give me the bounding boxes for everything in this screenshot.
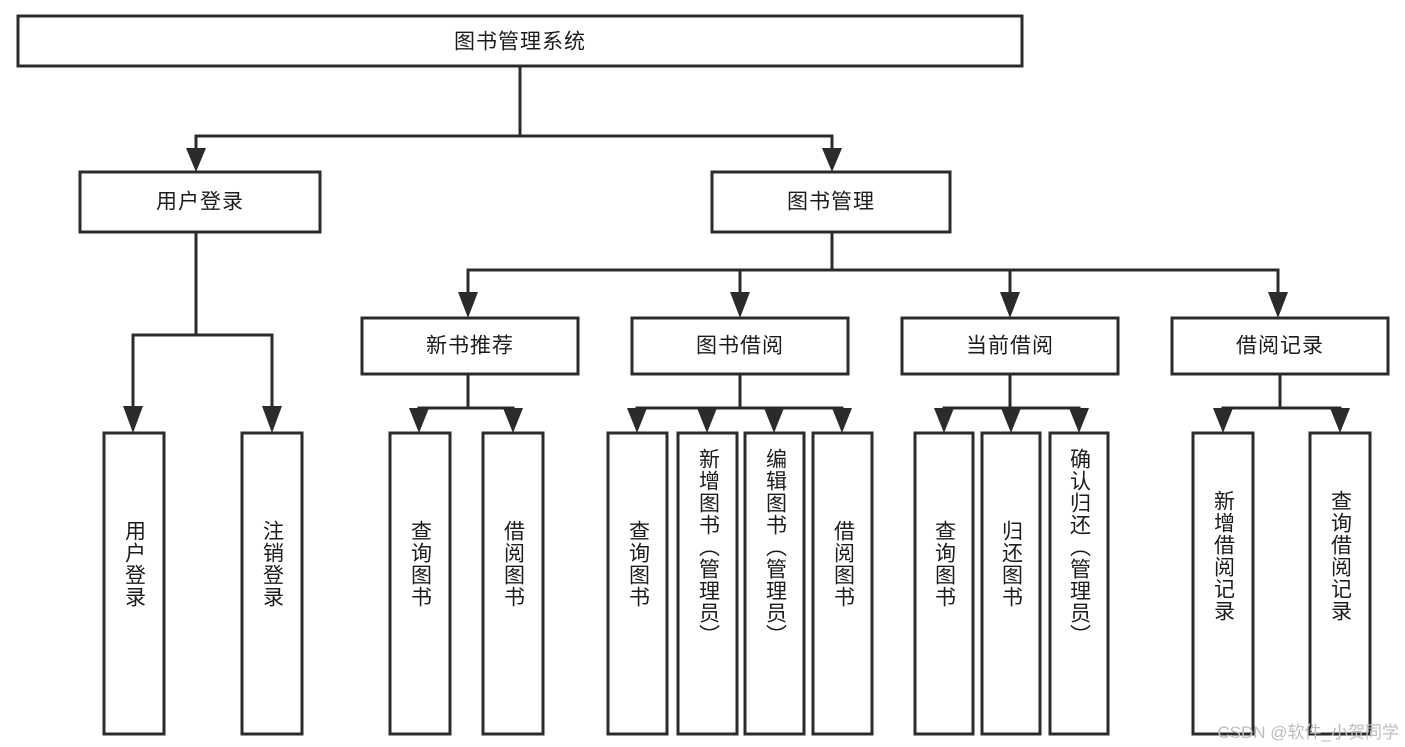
leaf-logout-label: 注销登录 [261,520,285,608]
arrow-to-borrow-records [1268,292,1288,318]
leaf-br-add-record-box[interactable] [1191,431,1255,736]
leaf-cb-confirm-return-label: 确认归还（管理员） [1068,448,1092,646]
leaf-bb-edit-book[interactable]: 编辑图书（管理员） [743,431,806,736]
leaf-bb-add-book-label: 新增图书（管理员） [697,448,721,646]
node-new-book-recommend-label: 新书推荐 [426,335,514,358]
leaf-nbr-borrow-book-label: 借阅图书 [502,520,526,608]
leaf-bb-add-book-box[interactable] [676,431,739,736]
arrow-to-leaf-return-book [1001,408,1021,433]
leaf-br-query-record-box[interactable] [1308,431,1372,736]
node-root[interactable]: 图书管理系统 [16,14,1024,68]
node-new-book-recommend-box[interactable] [360,316,580,376]
arrow-to-leaf-confirm-return [1069,408,1089,433]
arrow-to-leaf-edit-book [764,408,784,433]
leaf-br-query-record-label: 查询借阅记录 [1329,490,1353,622]
leaf-bb-query-book[interactable]: 查询图书 [606,431,669,736]
node-book-manage[interactable]: 图书管理 [710,170,952,234]
node-book-manage-box[interactable] [710,170,952,234]
leaf-br-query-record[interactable]: 查询借阅记录 [1308,431,1372,736]
leaf-bb-borrow-book-box[interactable] [811,431,874,736]
leaf-cb-return-book[interactable]: 归还图书 [980,431,1042,736]
leaf-bb-query-book-box[interactable] [606,431,669,736]
node-borrow-records-box[interactable] [1170,316,1390,376]
node-book-borrow-label: 图书借阅 [696,335,784,358]
node-root-label: 图书管理系统 [454,31,586,54]
leaf-cb-confirm-return[interactable]: 确认归还（管理员） [1048,431,1110,736]
arrow-to-leaf-borrow-book-a [503,408,523,433]
leaf-cb-query-book-box[interactable] [913,431,975,736]
leaf-bb-borrow-book[interactable]: 借阅图书 [811,431,874,736]
node-book-borrow[interactable]: 图书借阅 [630,316,850,376]
node-user-login[interactable]: 用户登录 [78,170,322,234]
leaf-nbr-borrow-book-box[interactable] [481,431,545,736]
leaf-cb-return-book-label: 归还图书 [1000,520,1024,608]
watermark-text: CSDN @软件_小贺同学 [1217,723,1399,742]
leaf-nbr-borrow-book[interactable]: 借阅图书 [481,431,545,736]
node-book-manage-label: 图书管理 [787,191,875,214]
leaf-cb-query-book[interactable]: 查询图书 [913,431,975,736]
leaf-user-login[interactable]: 用户登录 [102,431,166,736]
leaf-cb-return-book-box[interactable] [980,431,1042,736]
arrow-to-leaf-borrow-book-b [832,408,852,433]
arrow-to-leaf-add-book [697,408,717,433]
node-user-login-label: 用户登录 [156,191,244,214]
leaf-bb-borrow-book-label: 借阅图书 [832,520,856,608]
node-user-login-box[interactable] [78,170,322,234]
leaf-nbr-query-book-box[interactable] [388,431,452,736]
leaf-bb-edit-book-box[interactable] [743,431,806,736]
leaf-nbr-query-book-label: 查询图书 [409,520,433,608]
arrow-to-book-manage [822,148,842,172]
arrow-to-leaf-query-book-b [627,408,647,433]
leaf-user-login-box[interactable] [102,431,166,736]
arrow-to-current-borrow [1000,292,1020,318]
leaf-cb-query-book-label: 查询图书 [933,520,957,608]
leaf-bb-query-book-label: 查询图书 [627,520,651,608]
arrow-to-leaf-logout [262,406,282,433]
arrow-to-leaf-query-book-c [934,408,954,433]
node-root-box[interactable] [16,14,1024,68]
node-current-borrow-label: 当前借阅 [966,335,1054,358]
arrow-to-user-login [186,148,206,172]
arrow-to-leaf-user-login [123,406,143,433]
leaf-br-add-record[interactable]: 新增借阅记录 [1191,431,1255,736]
arrow-to-book-borrow [730,292,750,318]
node-borrow-records-label: 借阅记录 [1236,335,1324,358]
leaf-user-login-label: 用户登录 [123,520,147,608]
leaf-nbr-query-book[interactable]: 查询图书 [388,431,452,736]
leaf-cb-confirm-return-box[interactable] [1048,431,1110,736]
node-current-borrow[interactable]: 当前借阅 [900,316,1120,376]
arrow-to-leaf-add-record [1213,408,1233,433]
node-current-borrow-box[interactable] [900,316,1120,376]
connector-layer [123,64,1350,433]
node-new-book-recommend[interactable]: 新书推荐 [360,316,580,376]
leaf-logout-box[interactable] [240,431,304,736]
leaf-br-add-record-label: 新增借阅记录 [1212,490,1236,622]
leaf-logout[interactable]: 注销登录 [240,431,304,736]
node-borrow-records[interactable]: 借阅记录 [1170,316,1390,376]
arrow-to-leaf-query-record [1330,408,1350,433]
arrow-to-new-book-recommend [458,292,478,318]
node-book-borrow-box[interactable] [630,316,850,376]
leaf-bb-add-book[interactable]: 新增图书（管理员） [676,431,739,736]
arrow-to-leaf-query-book-a [409,408,429,433]
leaf-bb-edit-book-label: 编辑图书（管理员） [764,448,788,646]
